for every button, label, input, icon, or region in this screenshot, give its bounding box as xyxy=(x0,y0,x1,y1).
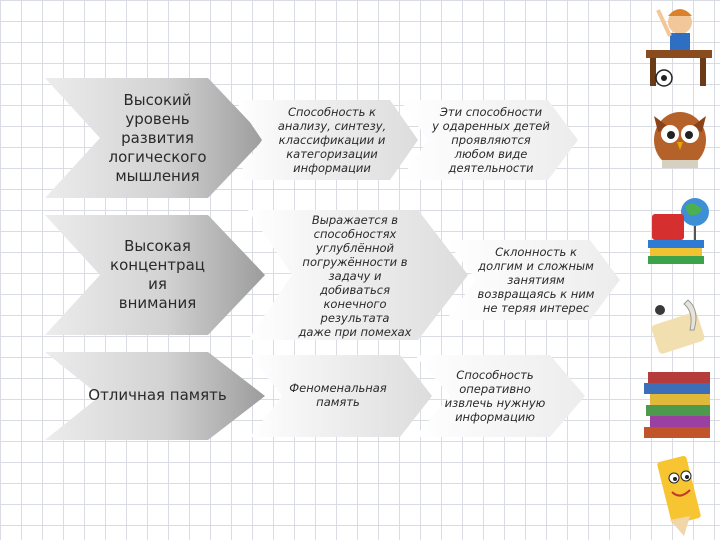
lead-text-1: Высокий уровень развития логического мыш… xyxy=(95,85,220,191)
sidebar-illustrations xyxy=(640,0,720,540)
pencil-character-icon xyxy=(657,455,702,536)
scroll-quill-icon xyxy=(651,300,706,355)
second-text-1: Способность к анализу, синтезу, классифи… xyxy=(262,100,402,180)
third-text-2: Склонность к долгим и сложным занятиям в… xyxy=(472,240,600,320)
book-stack-icon xyxy=(644,372,710,438)
lead-text-3: Отличная память xyxy=(80,370,235,420)
third-text-3: Способность оперативно извлечь нужную ин… xyxy=(435,360,555,432)
owl-icon xyxy=(654,112,706,168)
second-text-3: Феноменальная память xyxy=(278,370,398,420)
globe-books-icon xyxy=(648,198,709,264)
third-text-1: Эти способности у одаренных детей проявл… xyxy=(426,100,556,180)
schoolboy-icon xyxy=(646,9,712,86)
second-text-2: Выражается в способностях углублённой по… xyxy=(290,210,420,342)
lead-text-2: Высокая концентрац ия внимания xyxy=(95,225,220,325)
